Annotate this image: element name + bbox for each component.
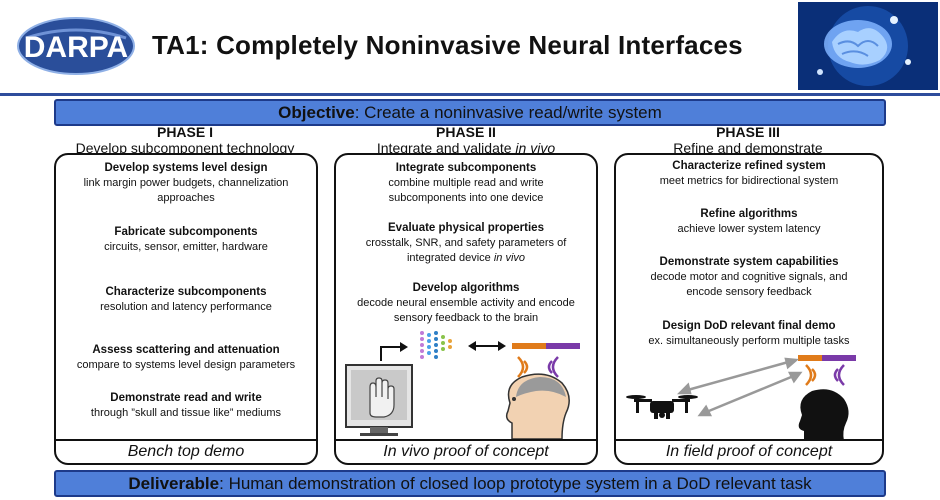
brain-image <box>798 2 938 90</box>
head-icon <box>505 373 570 440</box>
objective-label: Objective <box>278 103 355 122</box>
darpa-logo: DARPA <box>16 16 136 76</box>
phase-2-task: Integrate subcomponents combine multiple… <box>388 162 544 204</box>
phase-2-heading: PHASE II Integrate and validate in vivo <box>334 124 598 156</box>
objective-banner: Objective: Create a noninvasive read/wri… <box>54 99 886 126</box>
phase-3-subtitle: Refine and demonstrate <box>673 140 823 156</box>
phase-2-footer-divider <box>336 439 596 441</box>
drone-icon <box>626 395 698 419</box>
deliverable-label: Deliverable <box>128 474 220 493</box>
signal-waves-icon <box>805 364 845 386</box>
phase-1-footer: Bench top demo <box>127 443 245 460</box>
phase-3-footer-divider <box>616 439 882 441</box>
phase-3-heading: PHASE III Refine and demonstrate <box>614 124 882 156</box>
phase-1-subtitle: Develop subcomponent technology <box>75 140 295 156</box>
phase-1-name: PHASE I <box>156 124 213 140</box>
deliverable-text: : Human demonstration of closed loop pro… <box>219 474 812 493</box>
phase-1-task: Develop systems level design link margin… <box>83 162 289 204</box>
phase-1-heading: PHASE I Develop subcomponent technology <box>54 124 316 156</box>
header-divider <box>0 93 940 96</box>
phase-1-task: Fabricate subcomponents circuits, sensor… <box>104 226 268 253</box>
phase-3-illustration <box>626 355 856 441</box>
head-icon <box>798 389 849 441</box>
phase-1-footer-divider <box>56 439 316 441</box>
phase-2-illustration <box>345 331 580 440</box>
phase-1-box: Develop systems level design link margin… <box>54 153 318 465</box>
page-title: TA1: Completely Noninvasive Neural Inter… <box>152 30 743 60</box>
phase-2-task: Evaluate physical properties crosstalk, … <box>365 222 567 264</box>
neural-network-icon <box>420 331 452 359</box>
signal-waves-icon <box>517 356 559 378</box>
phase-3-task: Refine algorithms achieve lower system l… <box>677 208 821 235</box>
phase-2-footer: In vivo proof of concept <box>383 443 549 460</box>
phase-3-task: Design DoD relevant final demo ex. simul… <box>648 320 850 347</box>
logo-text: DARPA <box>24 31 128 64</box>
objective-text: : Create a noninvasive read/write system <box>354 103 662 122</box>
phase-3-task: Characterize refined system meet metrics… <box>659 160 839 187</box>
phase-1-task: Characterize subcomponents resolution an… <box>100 286 272 313</box>
monitor-hand-icon <box>345 364 413 436</box>
phase-2-subtitle: Integrate and validate in vivo <box>376 140 556 156</box>
phase-3-footer: In field proof of concept <box>665 443 833 460</box>
phase-3-box: Characterize refined system meet metrics… <box>614 153 884 465</box>
phase-1-task: Assess scattering and attenuation compar… <box>76 344 296 371</box>
phase-2-box: Integrate subcomponents combine multiple… <box>334 153 598 465</box>
deliverable-banner: Deliverable: Human demonstration of clos… <box>54 470 886 497</box>
phase-3-task: Demonstrate system capabilities decode m… <box>650 256 848 298</box>
phase-2-name: PHASE II <box>436 124 496 140</box>
phase-1-task: Demonstrate read and write through ”skul… <box>90 392 282 419</box>
phase-2-task: Develop algorithms decode neural ensembl… <box>357 282 575 324</box>
phase-3-name: PHASE III <box>716 124 780 140</box>
